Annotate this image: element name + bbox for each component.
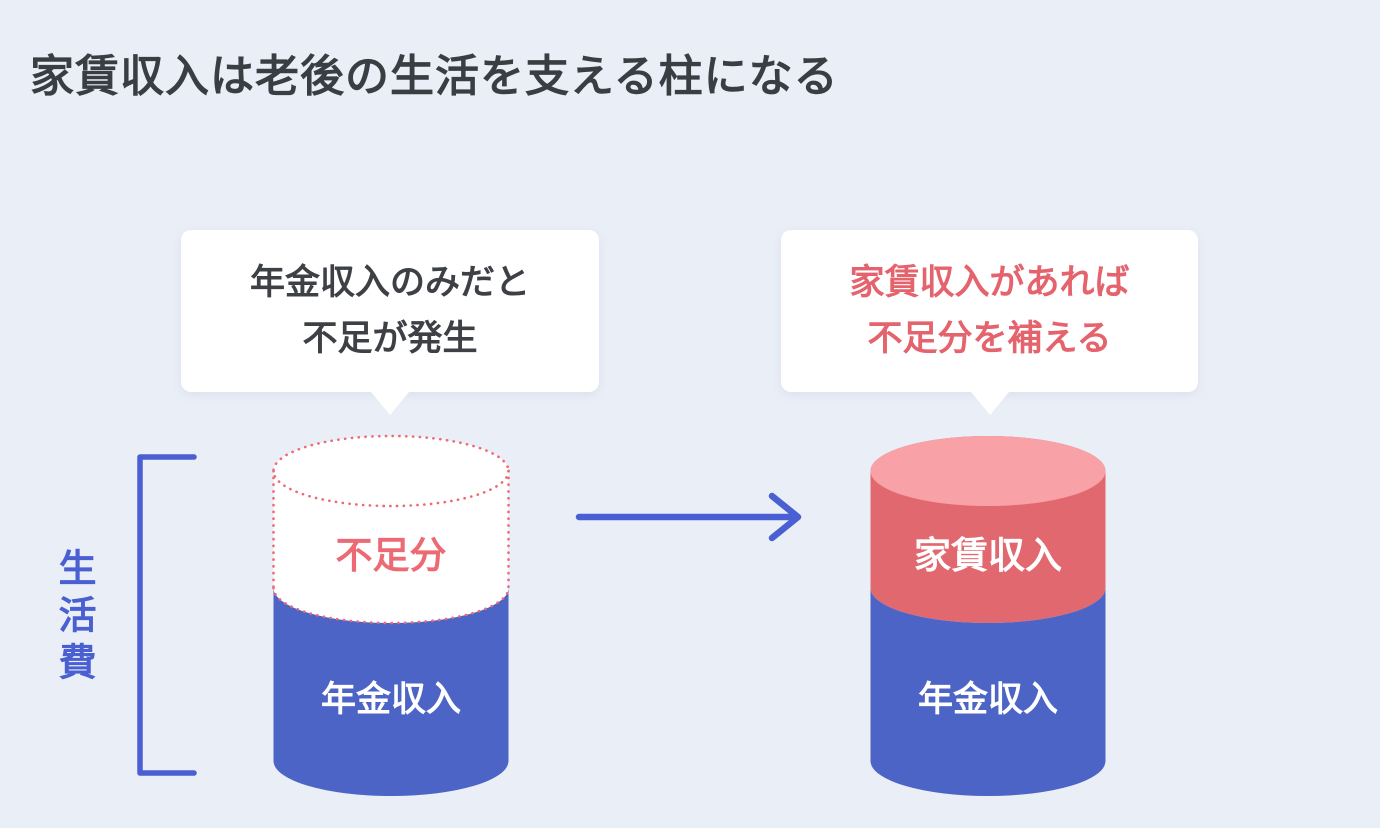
living-expenses-label: 生活費 <box>52 548 94 689</box>
arrow-right-icon <box>575 492 802 542</box>
shortage-dotted-boundary <box>272 586 510 625</box>
cylinder-pension-only: 不足分 年金収入 <box>272 434 510 796</box>
shortage-dotted-top-ellipse <box>272 434 510 508</box>
callout-pension-only-line2: 不足が発生 <box>302 319 478 358</box>
living-expenses-bracket-icon <box>137 454 197 776</box>
pension-segment <box>273 588 509 796</box>
callout-with-rent-line2: 不足分を補える <box>867 319 1112 358</box>
callout-with-rent: 家賃収入があれば 不足分を補える <box>781 230 1198 415</box>
rent-top-ellipse <box>870 436 1106 506</box>
shortage-label: 不足分 <box>336 535 447 576</box>
cylinder-with-rent: 家賃収入 年金収入 <box>870 436 1106 796</box>
callout-pension-only-line1: 年金収入のみだと <box>249 263 530 302</box>
callout-with-rent-line1: 家賃収入があれば <box>849 263 1130 302</box>
callout-pointer-down-icon <box>970 392 1009 415</box>
pension-segment <box>870 588 1106 796</box>
pension-label: 年金収入 <box>321 679 461 719</box>
callout-pension-only: 年金収入のみだと 不足が発生 <box>181 230 599 415</box>
rent-label: 家賃収入 <box>914 535 1062 576</box>
page-title: 家賃収入は老後の生活を支える柱になる <box>30 52 839 101</box>
shortage-dotted-sides <box>272 469 510 590</box>
callout-pointer-down-icon <box>371 392 409 415</box>
pension-label: 年金収入 <box>918 679 1058 719</box>
